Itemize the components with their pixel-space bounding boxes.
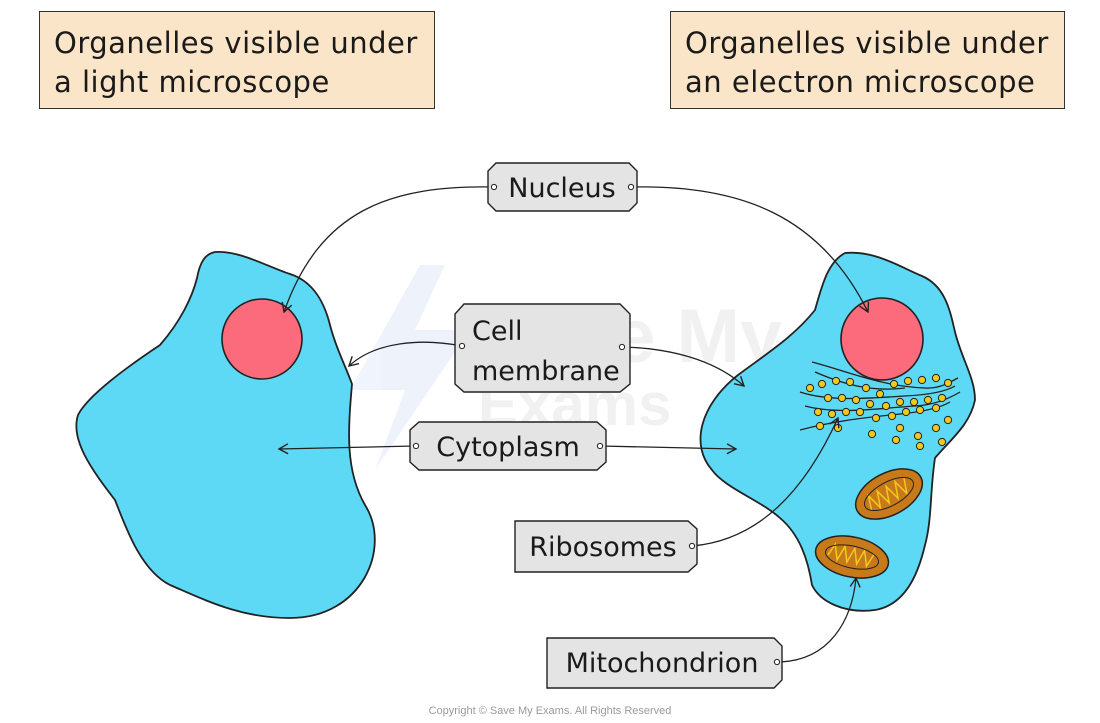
copyright-notice: Copyright © Save My Exams. All Rights Re… xyxy=(428,705,672,717)
nucleus-arrow-left xyxy=(281,186,495,314)
light-microscope-cell xyxy=(75,251,376,619)
mitochondrion-label: Mitochondrion xyxy=(546,637,783,689)
nucleus-label: Nucleus xyxy=(487,162,638,212)
ribosomes-arrow xyxy=(691,416,840,547)
cell-membrane-label-line2: membrane xyxy=(472,356,620,387)
mitochondrion-label-text: Mitochondrion xyxy=(566,648,759,679)
electron-microscope-header: Organelles visible under an electron mic… xyxy=(670,11,1065,109)
mitochondrion-lower xyxy=(814,535,890,579)
right-nucleus xyxy=(840,297,924,381)
nucleus-arrow-right xyxy=(632,186,870,314)
ribosomes-dots xyxy=(805,373,953,451)
membrane-arrow-right xyxy=(621,346,746,387)
left-cell-membrane xyxy=(75,251,376,619)
ribosomes-label-text: Ribosomes xyxy=(529,532,677,563)
left-nucleus xyxy=(221,298,303,380)
cell-membrane-label: Cell membrane xyxy=(454,303,631,393)
electron-microscope-cell xyxy=(699,251,976,612)
cytoplasm-arrow-right xyxy=(599,443,738,455)
cytoplasm-label: Cytoplasm xyxy=(409,421,607,471)
cell-membrane-label-line1: Cell xyxy=(472,316,522,347)
cytoplasm-arrow-left xyxy=(277,443,417,455)
light-microscope-header: Organelles visible under a light microsc… xyxy=(39,11,435,109)
ribosomes-label: Ribosomes xyxy=(514,520,698,573)
connector-arrows xyxy=(277,186,870,663)
mitochondrion-arrow xyxy=(779,576,861,663)
mitochondrion-upper xyxy=(854,468,924,520)
membrane-arrow-left xyxy=(347,341,463,367)
cytoplasm-label-text: Cytoplasm xyxy=(436,432,580,463)
nucleus-label-text: Nucleus xyxy=(508,173,615,204)
